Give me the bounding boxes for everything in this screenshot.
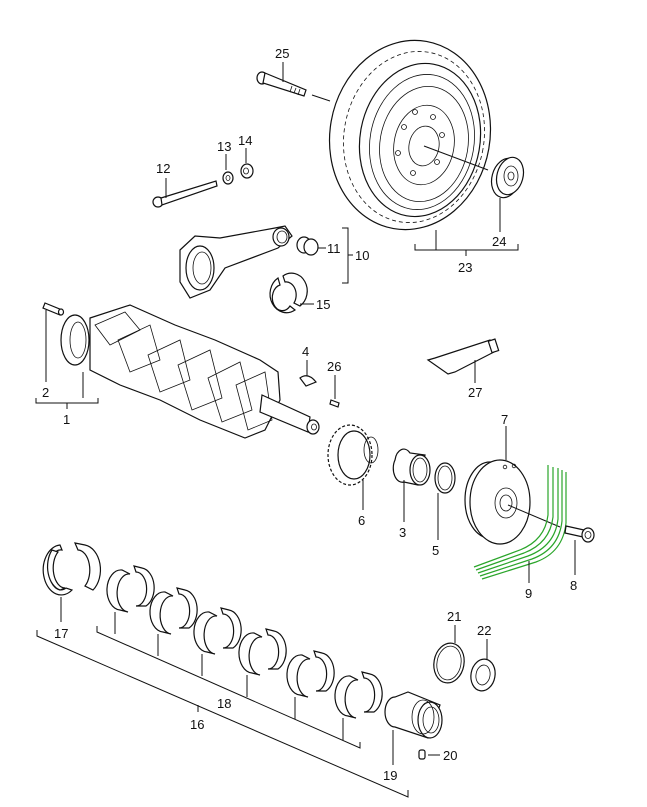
label-10: 10: [355, 248, 369, 263]
part-10-connecting-rod: [179, 225, 293, 299]
bearing-shell-pair: [334, 671, 383, 740]
part-25-bolt: [256, 62, 331, 102]
label-18: 18: [217, 696, 231, 711]
label-25: 25: [275, 46, 289, 61]
label-17: 17: [54, 626, 68, 641]
bearing-shell-pair: [106, 565, 155, 634]
label-12: 12: [156, 161, 170, 176]
bracket-16: [36, 630, 409, 798]
label-3: 3: [399, 525, 406, 540]
part-21-o-ring: [433, 625, 465, 684]
bearing-shell-pair: [286, 650, 335, 719]
part-9-drive-belt: [473, 465, 567, 583]
part-6-gear: [327, 424, 379, 510]
label-1: 1: [63, 412, 70, 427]
part-18-main-bearing-shells: [96, 565, 383, 749]
part-22-seal-ring: [470, 639, 496, 692]
bracket-10: [342, 227, 349, 284]
label-21: 21: [447, 609, 461, 624]
label-23: 23: [458, 260, 472, 275]
label-13: 13: [217, 139, 231, 154]
label-11: 11: [327, 241, 341, 256]
part-27-sealant-tube: [426, 338, 500, 383]
label-9: 9: [525, 586, 532, 601]
part-1-crankshaft: [35, 304, 320, 439]
label-2: 2: [42, 385, 49, 400]
label-26: 26: [327, 359, 341, 374]
label-27: 27: [468, 385, 482, 400]
part-11-bushing: [296, 236, 326, 256]
label-8: 8: [570, 578, 577, 593]
part-3-bushing: [392, 448, 431, 522]
label-7: 7: [501, 412, 508, 427]
bearing-shell-pair: [193, 607, 242, 676]
part-23-flywheel: [328, 39, 519, 256]
bearing-shell-pair: [149, 587, 198, 656]
label-22: 22: [477, 623, 491, 638]
part-15-rod-bearing: [269, 272, 314, 314]
label-15: 15: [316, 297, 330, 312]
bearing-shell-pair: [238, 628, 287, 697]
label-14: 14: [238, 133, 252, 148]
part-7-pulley: [464, 426, 561, 545]
part-24-bearing: [490, 156, 525, 232]
label-5: 5: [432, 543, 439, 558]
label-4: 4: [302, 344, 309, 359]
label-16: 16: [190, 717, 204, 732]
part-14-nut: [240, 148, 254, 179]
label-6: 6: [358, 513, 365, 528]
part-12-rod-bolt: [152, 178, 218, 208]
part-13-washer: [222, 154, 234, 185]
label-19: 19: [383, 768, 397, 783]
part-19-main-bearing: [384, 691, 443, 765]
label-24: 24: [492, 234, 506, 249]
part-8-pulley-bolt: [564, 525, 595, 575]
label-20: 20: [443, 748, 457, 763]
part-26-dowel: [329, 375, 340, 408]
part-4-woodruff-key: [299, 360, 317, 387]
part-2-dowel-pin: [42, 302, 65, 382]
part-5-snap-ring: [434, 462, 456, 540]
part-20-pin: [418, 749, 440, 760]
part-17-thrust-bearing: [42, 542, 102, 622]
